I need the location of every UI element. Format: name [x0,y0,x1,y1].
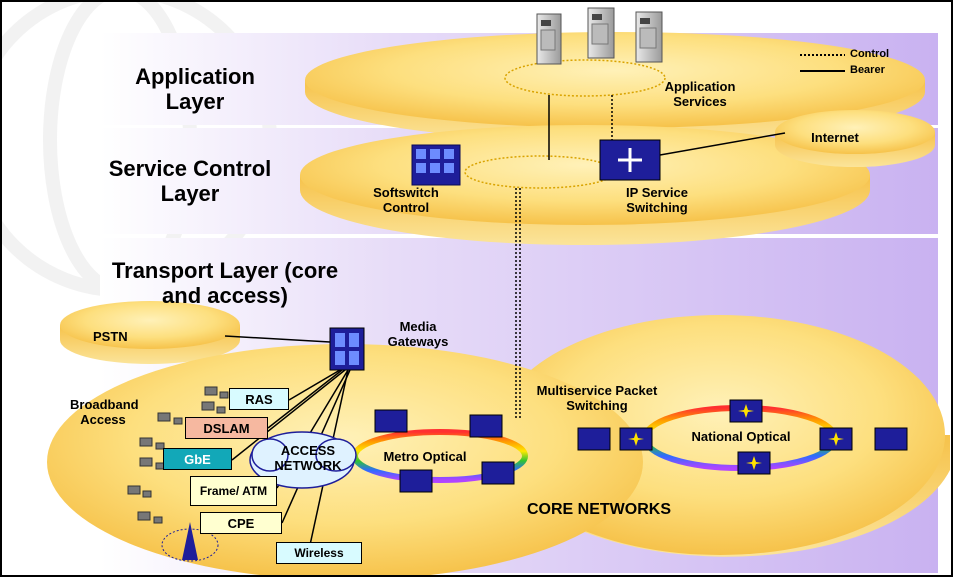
ras-box: RAS [229,388,289,410]
core-networks-label: CORE NETWORKS [527,501,671,518]
pstn-label: PSTN [93,329,128,344]
application-layer-title: Application Layer [135,64,255,115]
star-icon [628,404,844,470]
wireless-box: Wireless [276,542,362,564]
broadband-access-label: Broadband Access [70,397,139,427]
application-disc [305,32,925,142]
pstn-gateway-link [224,335,331,343]
softswitch-icon [411,144,461,186]
internet-disc [775,110,935,167]
gbe-box: GbE [163,448,232,470]
metro-switch-icon [374,409,515,493]
service-control-layer-title: Service Control Layer [108,156,272,207]
internet-label: Internet [811,130,859,145]
multiservice-packet-switching-label: Multiservice Packet Switching [536,383,658,413]
metro-optical-label: Metro Optical [383,449,467,464]
pc-icon [127,386,229,524]
wireless-tower-icon [161,522,219,562]
softswitch-control-label: Softswitch Control [373,185,439,215]
application-services-label: Application Services [664,79,736,109]
national-optical-label: National Optical [691,429,791,444]
media-gateways-label: Media Gateways [387,319,449,349]
ip-service-switching-label: IP Service Switching [626,185,688,215]
ip-switch-icon [599,139,661,181]
server-icon [536,13,562,65]
frame-atm-box: Frame/ ATM [190,476,277,506]
dslam-box: DSLAM [185,417,268,439]
application-control-ring [504,59,666,97]
pstn-disc [60,301,240,364]
access-cloud-icon [249,431,357,489]
server-icon [635,11,663,63]
media-gateway-icon [329,327,365,371]
legend-bearer-label: Bearer [850,64,885,76]
access-network-label: ACCESS NETWORK [274,443,342,473]
server-icon [587,7,615,59]
transport-layer-title: Transport Layer (core and access) [111,258,339,309]
legend-control-label: Control [850,48,890,60]
cpe-box: CPE [200,512,282,534]
ip-switch-internet-link [659,132,786,156]
